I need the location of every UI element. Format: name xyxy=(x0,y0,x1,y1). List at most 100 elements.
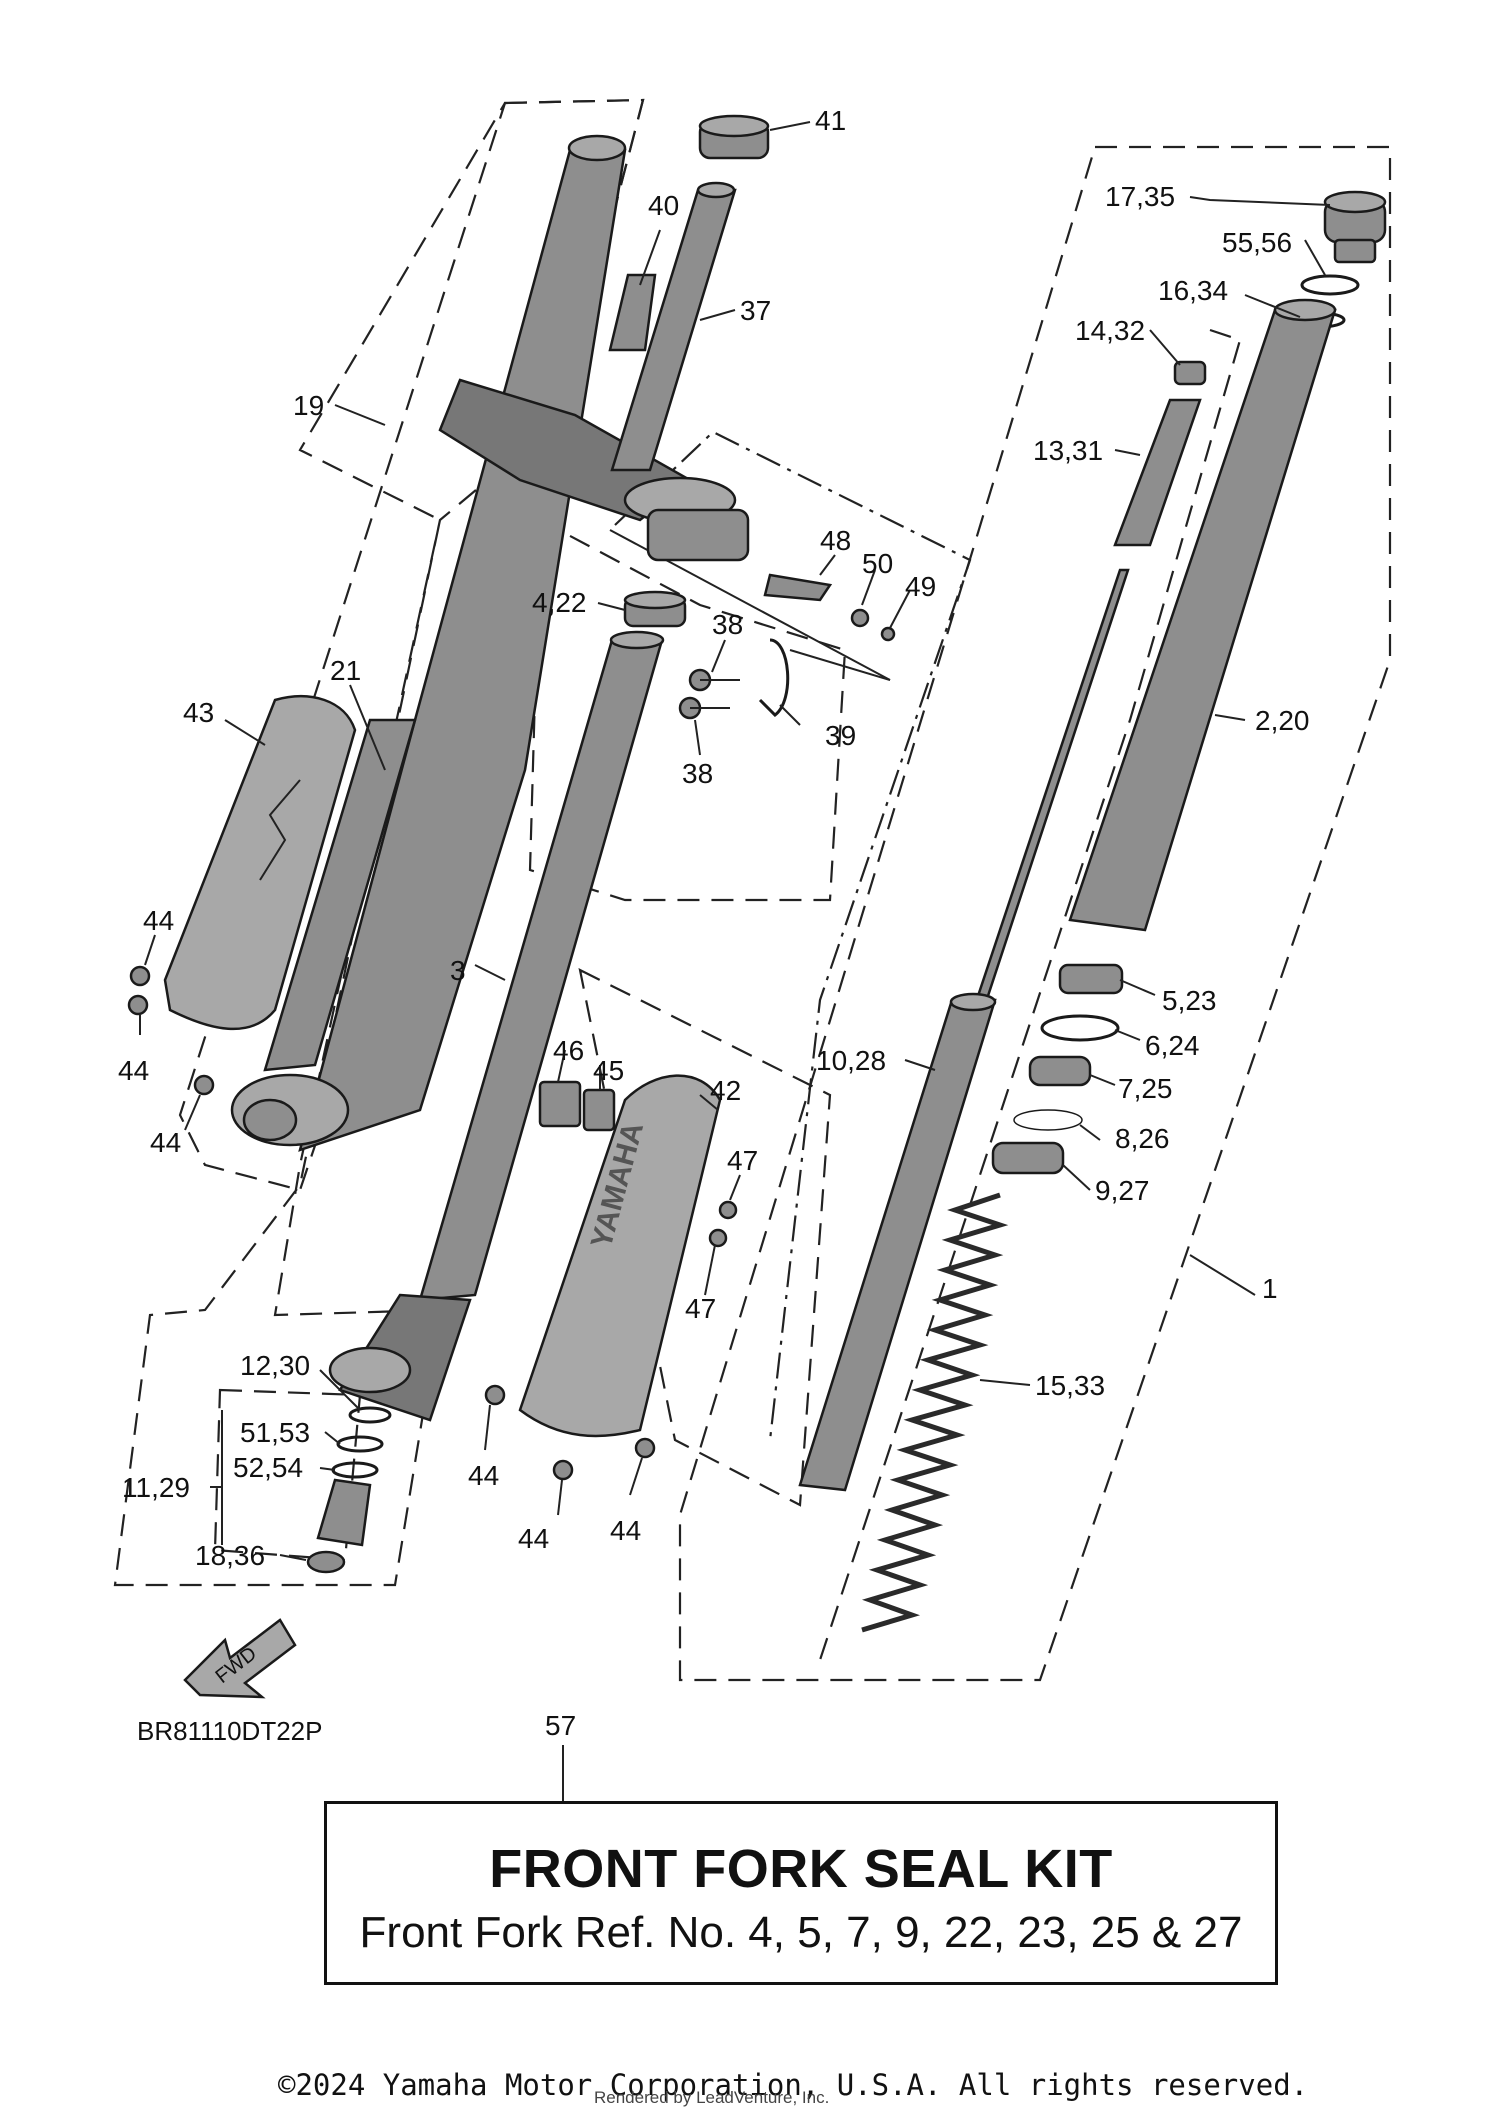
callout-46: 46 xyxy=(553,1035,584,1066)
seal-9-27 xyxy=(991,1141,1065,1175)
sleeve-40 xyxy=(608,273,657,352)
callout-11-29: 11,29 xyxy=(122,1472,190,1503)
screw-44a xyxy=(129,965,151,987)
screw-44e xyxy=(552,1459,574,1481)
leader-39 xyxy=(779,704,801,726)
fork-guard-43 xyxy=(163,695,357,1031)
callout-44a: 44 xyxy=(143,905,174,936)
drawing-code: BR81110DT22P xyxy=(137,1716,322,1746)
spacer-14-32 xyxy=(1173,360,1207,386)
fork-internals-outline xyxy=(678,145,1392,1682)
oil-seal-4-22 xyxy=(623,590,687,628)
leader-18-36 xyxy=(279,1554,307,1561)
callout-17-35: 17,35 xyxy=(1105,181,1175,212)
guard-bracket-parts xyxy=(678,573,896,720)
screw-49 xyxy=(880,626,896,642)
leader-10-28 xyxy=(904,1059,936,1071)
leader-42 xyxy=(699,1094,719,1111)
clamp-39 xyxy=(758,638,790,717)
callout-44f: 44 xyxy=(610,1515,641,1546)
callout-labels: 41 40 37 19 17,35 55,56 16,34 14,32 13,3… xyxy=(118,105,1310,1746)
callout-7-25: 7,25 xyxy=(1118,1073,1173,1104)
leader-13-31 xyxy=(1114,449,1141,456)
callout-16-34: 16,34 xyxy=(1158,275,1228,306)
leader-44d xyxy=(484,1404,491,1451)
spacer-13-31 xyxy=(1113,398,1202,547)
steering-stem-37 xyxy=(610,181,737,472)
leader-48 xyxy=(819,554,836,576)
ring-12-30 xyxy=(348,1406,392,1424)
callout-42: 42 xyxy=(710,1075,741,1106)
inner-tube-axle-eye xyxy=(328,1346,412,1394)
seal-kit-description: Front Fork Ref. No. 4, 5, 7, 9, 22, 23, … xyxy=(359,1908,1243,1957)
screw-47b xyxy=(708,1228,728,1248)
damper-rod-outline xyxy=(818,328,1242,1661)
leader-3 xyxy=(474,964,506,981)
lower-screws xyxy=(484,1384,656,1481)
outer-tube-2-20 xyxy=(1068,298,1337,932)
clip-46 xyxy=(538,1080,582,1128)
callout-41: 41 xyxy=(815,105,846,136)
callout-4-22: 4,22 xyxy=(532,587,587,618)
leader-12-30 xyxy=(319,1369,361,1411)
axle-boss-inner xyxy=(242,1098,298,1142)
leader-7-25 xyxy=(1089,1074,1116,1086)
leader-2-20 xyxy=(1214,714,1246,721)
fork-guard-42-shell xyxy=(518,1074,722,1438)
leader-52-54 xyxy=(319,1467,336,1471)
callout-52-54: 52,54 xyxy=(233,1452,303,1483)
leader-44c xyxy=(184,1094,201,1131)
callout-44e: 44 xyxy=(518,1523,549,1554)
callout-3: 3 xyxy=(450,955,466,986)
inner-tube-top xyxy=(609,630,665,650)
guard-clip-parts xyxy=(538,1080,616,1132)
fork-spring-15-33 xyxy=(861,1192,1009,1633)
fork-rings xyxy=(991,963,1124,1175)
bracket-bolt-outline xyxy=(528,518,847,902)
leader-37 xyxy=(699,309,736,321)
callout-47b: 47 xyxy=(685,1293,716,1324)
callout-37: 37 xyxy=(740,295,771,326)
leader-44f xyxy=(629,1457,643,1496)
lower-fork-leg xyxy=(263,718,417,1072)
ring-51-53 xyxy=(336,1435,384,1453)
seal-kit-box: FRONT FORK SEAL KIT Front Fork Ref. No. … xyxy=(324,1801,1278,1985)
screw-47a xyxy=(718,1200,738,1220)
leader-19 xyxy=(334,404,386,426)
o-ring-55-56 xyxy=(1300,274,1360,296)
fork-guard-detail xyxy=(259,779,301,881)
clip-45 xyxy=(582,1088,616,1132)
lower-bracket xyxy=(438,378,693,522)
axle-small-parts xyxy=(306,1406,392,1574)
ring-52-54 xyxy=(331,1461,379,1479)
leader-38b xyxy=(694,719,701,756)
adjuster-11-29 xyxy=(316,1478,372,1547)
callout-44b: 44 xyxy=(118,1055,149,1086)
leader-lines xyxy=(139,121,1331,1801)
spacer-14-32-body xyxy=(1173,360,1207,386)
callout-14-32: 14,32 xyxy=(1075,315,1145,346)
leader-43 xyxy=(224,719,266,746)
leader-40 xyxy=(639,229,661,286)
screw-44c xyxy=(193,1074,215,1096)
rendered-by-notice: Rendered by LeadVenture, Inc. xyxy=(594,2088,830,2107)
outer-tube-body xyxy=(298,148,627,1152)
callout-39: 39 xyxy=(825,720,856,751)
copyright-notice: ©2024 Yamaha Motor Corporation, U.S.A. A… xyxy=(278,2068,1309,2102)
callout-2-20: 2,20 xyxy=(1255,705,1310,736)
damper-rod xyxy=(973,568,1130,1007)
washer-7-25 xyxy=(1028,1055,1092,1087)
callout-1: 1 xyxy=(1262,1273,1278,1304)
callout-47a: 47 xyxy=(727,1145,758,1176)
screw-44d xyxy=(484,1384,506,1406)
screw-44f xyxy=(634,1437,656,1459)
fork-guard-42: YAMAHA xyxy=(518,1074,738,1438)
callout-49: 49 xyxy=(905,571,936,602)
callout-12-30: 12,30 xyxy=(240,1350,310,1381)
damper-10-28 xyxy=(798,992,997,1492)
screw-44b xyxy=(127,994,149,1016)
leader-50 xyxy=(861,569,876,606)
leader-4-22 xyxy=(597,602,626,611)
callout-18-36: 18,36 xyxy=(195,1540,265,1571)
